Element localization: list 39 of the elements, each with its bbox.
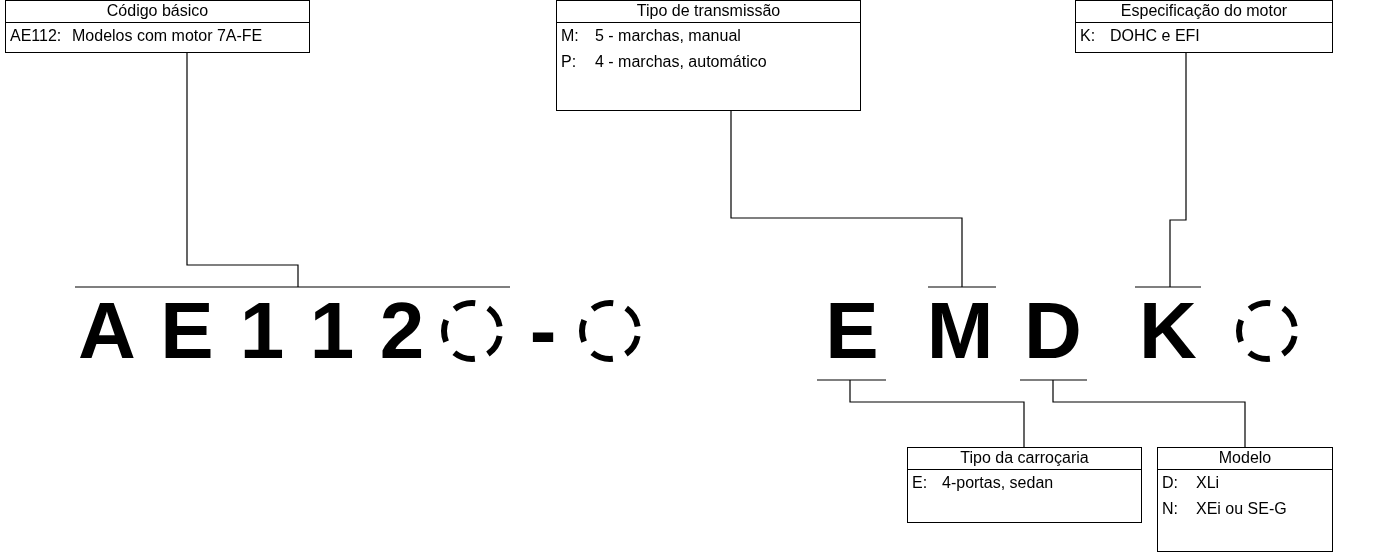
code-character: 1 xyxy=(309,291,355,371)
code-letter: P: xyxy=(561,53,577,71)
legend-table xyxy=(1075,0,1333,53)
code-character: A xyxy=(78,291,136,371)
code-character: M xyxy=(926,291,994,371)
table-heading: Especificação do motor xyxy=(1076,1,1332,23)
code-letter: M: xyxy=(561,27,579,45)
code-character: D xyxy=(1024,291,1082,371)
code-description: XLi xyxy=(1196,474,1220,492)
code-description: 4 - marchas, automático xyxy=(595,53,767,71)
table-heading: Tipo da carroçaria xyxy=(908,448,1141,470)
leader-line xyxy=(1169,52,1187,288)
legend-table xyxy=(907,447,1142,523)
code-description: 5 - marchas, manual xyxy=(595,27,741,45)
code-character: E xyxy=(825,291,879,371)
table-heading: Código básico xyxy=(6,1,309,23)
code-letter: K: xyxy=(1080,27,1096,45)
code-character: K xyxy=(1139,291,1197,371)
legend-table xyxy=(5,0,310,53)
code-character: 2 xyxy=(379,291,425,371)
code-description: 4-portas, sedan xyxy=(942,474,1054,492)
leader-line xyxy=(186,52,299,288)
code-letter: E: xyxy=(912,474,928,492)
leader-line xyxy=(730,110,963,288)
leader-line xyxy=(849,379,1025,448)
code-letter: AE112: xyxy=(10,27,62,45)
legend-table xyxy=(1157,447,1333,552)
code-character: E xyxy=(160,291,214,371)
leader-line xyxy=(1052,379,1246,448)
legend-table xyxy=(556,0,861,111)
code-description: Modelos com motor 7A-FE xyxy=(72,27,263,45)
code-character: 1 xyxy=(239,291,285,371)
code-letter: N: xyxy=(1162,500,1178,518)
table-heading: Tipo de transmissão xyxy=(557,1,860,23)
table-heading: Modelo xyxy=(1158,448,1332,470)
code-description: XEi ou SE-G xyxy=(1196,500,1287,518)
code-letter: D: xyxy=(1162,474,1178,492)
code-description: DOHC e EFI xyxy=(1110,27,1200,45)
code-character: - xyxy=(529,291,557,371)
